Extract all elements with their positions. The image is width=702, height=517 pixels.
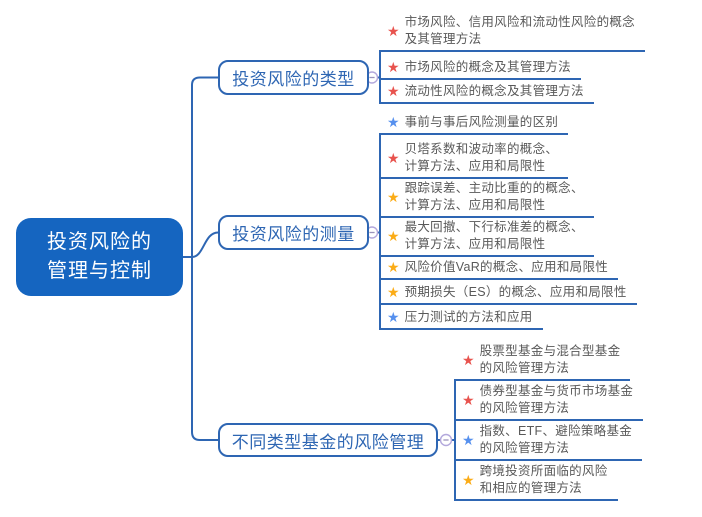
child-topic-label: 市场风险、信用风险和流动性风险的概念 及其管理方法: [404, 15, 635, 46]
collapse-toggle-branch-2[interactable]: [365, 226, 379, 239]
child-topic-label: 压力测试的方法和应用: [404, 309, 533, 324]
star-icon: ★: [462, 351, 475, 368]
branch-node-risk-types[interactable]: 投资风险的类型: [218, 60, 369, 95]
star-icon: ★: [462, 391, 475, 408]
connector-branch-3: [191, 257, 218, 441]
child-topic-label: 预期损失（ES）的概念、应用和局限性: [404, 284, 627, 299]
star-icon: ★: [462, 471, 475, 488]
star-icon: ★: [387, 308, 400, 325]
child-topic-label: 债券型基金与货币市场基金 的风险管理方法: [479, 384, 634, 415]
star-icon: ★: [387, 227, 400, 244]
child-topic-label: 跨境投资所面临的风险 和相应的管理方法: [479, 464, 608, 495]
child-topic[interactable]: ★ 跟踪误差、主动比重的的概念、 计算方法、应用和局限性: [380, 179, 594, 218]
star-icon: ★: [387, 283, 400, 300]
child-topic[interactable]: ★ 风险价值VaR的概念、应用和局限性: [380, 258, 619, 280]
star-icon: ★: [387, 113, 400, 130]
child-topic-label: 市场风险的概念及其管理方法: [404, 59, 571, 74]
child-topic[interactable]: ★ 债券型基金与货币市场基金 的风险管理方法: [455, 382, 644, 421]
star-icon: ★: [387, 258, 400, 275]
branch-label: 投资风险的测量: [232, 225, 355, 244]
child-topic-label: 跟踪误差、主动比重的的概念、 计算方法、应用和局限性: [404, 181, 584, 212]
star-icon: ★: [387, 188, 400, 205]
child-topic[interactable]: ★ 流动性风险的概念及其管理方法: [380, 82, 594, 104]
connector-branch-1: [191, 76, 218, 257]
child-topic[interactable]: ★ 预期损失（ES）的概念、应用和局限性: [380, 283, 637, 305]
star-icon: ★: [462, 431, 475, 448]
star-icon: ★: [387, 58, 400, 75]
root-node[interactable]: 投资风险的 管理与控制: [16, 218, 183, 296]
child-topic[interactable]: ★ 股票型基金与混合型基金 的风险管理方法: [455, 342, 631, 381]
root-label: 投资风险的 管理与控制: [47, 231, 152, 282]
child-topic[interactable]: ★ 跨境投资所面临的风险 和相应的管理方法: [455, 462, 618, 501]
child-topic[interactable]: ★ 市场风险、信用风险和流动性风险的概念 及其管理方法: [380, 13, 645, 52]
branch-node-fund-risk-management[interactable]: 不同类型基金的风险管理: [218, 423, 438, 457]
child-topic-label: 指数、ETF、避险策略基金 的风险管理方法: [479, 424, 633, 455]
star-icon: ★: [387, 82, 400, 99]
star-icon: ★: [387, 149, 400, 166]
child-topic[interactable]: ★ 贝塔系数和波动率的概念、 计算方法、应用和局限性: [380, 140, 569, 179]
child-topic-label: 事前与事后风险测量的区别: [404, 114, 559, 129]
child-topic-label: 股票型基金与混合型基金 的风险管理方法: [479, 344, 621, 375]
collapse-toggle-branch-3[interactable]: [439, 433, 453, 447]
child-topic[interactable]: ★ 指数、ETF、避险策略基金 的风险管理方法: [455, 422, 643, 461]
child-topic[interactable]: ★ 市场风险的概念及其管理方法: [380, 58, 581, 80]
child-topic[interactable]: ★ 事前与事后风险测量的区别: [380, 113, 569, 135]
branch-label: 投资风险的类型: [232, 70, 355, 89]
child-topic-label: 贝塔系数和波动率的概念、 计算方法、应用和局限性: [404, 142, 559, 173]
child-topic[interactable]: ★ 最大回撤、下行标准差的概念、 计算方法、应用和局限性: [380, 218, 594, 257]
branch-node-risk-measurement[interactable]: 投资风险的测量: [218, 215, 369, 250]
child-topic-label: 流动性风险的概念及其管理方法: [404, 83, 584, 98]
star-icon: ★: [387, 22, 400, 39]
branch-label: 不同类型基金的风险管理: [231, 432, 425, 452]
connector-branch-2: [191, 231, 219, 258]
child-topic-label: 最大回撤、下行标准差的概念、 计算方法、应用和局限性: [404, 220, 584, 251]
child-topic-label: 风险价值VaR的概念、应用和局限性: [404, 259, 609, 274]
child-topic[interactable]: ★ 压力测试的方法和应用: [380, 308, 543, 330]
